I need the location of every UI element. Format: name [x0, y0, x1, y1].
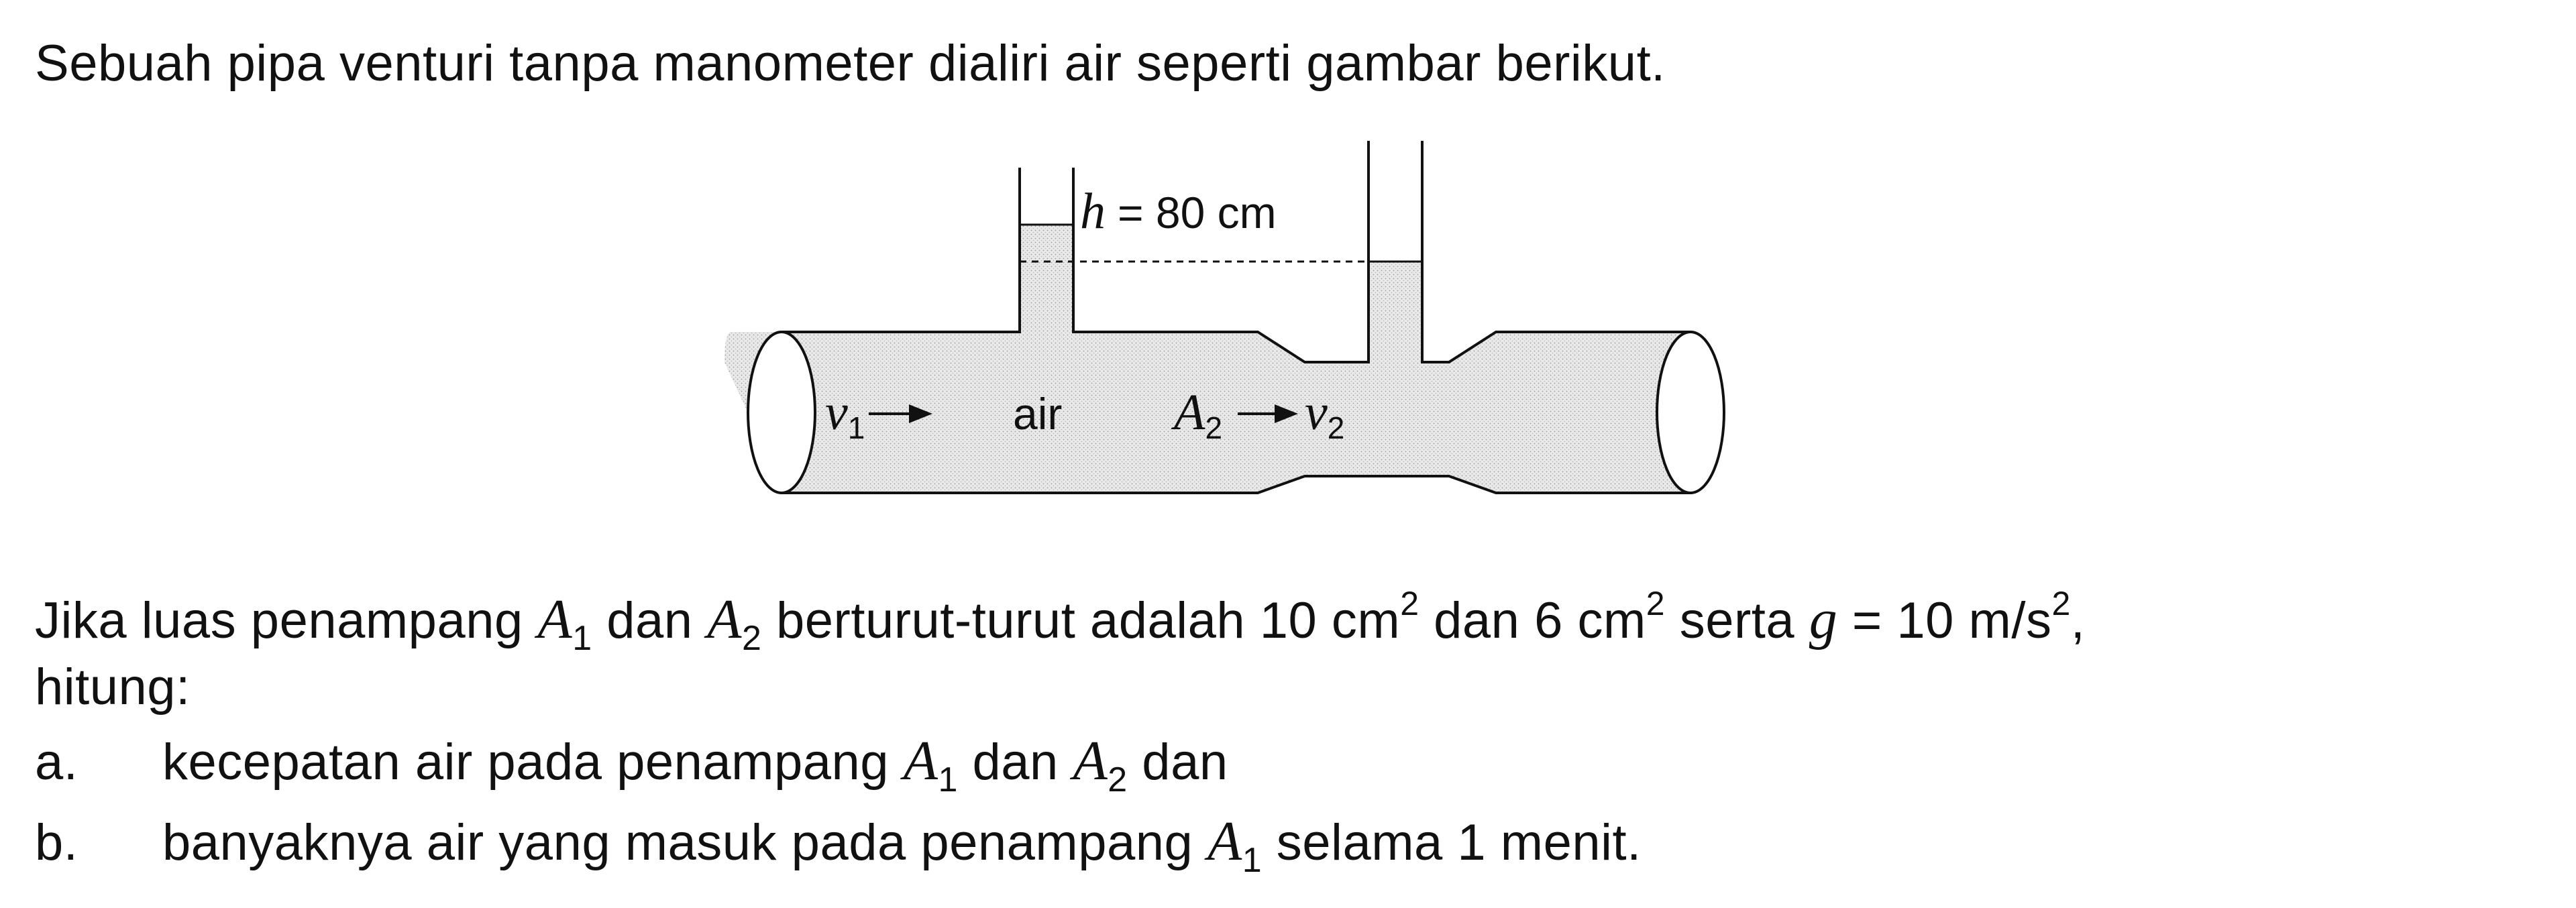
item-letter: b. [35, 814, 78, 871]
fluid-label: air [1013, 389, 1062, 439]
h-label: h= 80 cm [1080, 183, 1277, 239]
pipe-right-end [1656, 331, 1725, 494]
intro-text: Sebuah pipa venturi tanpa manometer dial… [35, 35, 1666, 92]
hitung-text: hitung: [35, 659, 191, 716]
A2-label: A2 [1171, 384, 1222, 445]
pipe-outline [782, 141, 1690, 494]
v2-arrow-icon [1238, 404, 1298, 423]
item-letter: a. [35, 734, 78, 791]
list-item: a.kecepatan air pada penampang A1 dan A2… [35, 730, 1228, 800]
pipe-left-end [747, 331, 816, 494]
v2-label: v2 [1305, 384, 1344, 445]
v1-arrow-icon [869, 404, 932, 423]
question-text: Jika luas penampang A1 dan A2 berturut-t… [35, 585, 2086, 658]
v1-label: v1 [825, 384, 865, 445]
venturi-figure: h= 80 cm A1 v1 air A2 [724, 141, 1744, 516]
water-fill [724, 225, 1690, 493]
venturi-diagram: h= 80 cm A1 v1 air A2 [724, 141, 1725, 494]
list-item: b.banyaknya air yang masuk pada penampan… [35, 810, 1642, 881]
